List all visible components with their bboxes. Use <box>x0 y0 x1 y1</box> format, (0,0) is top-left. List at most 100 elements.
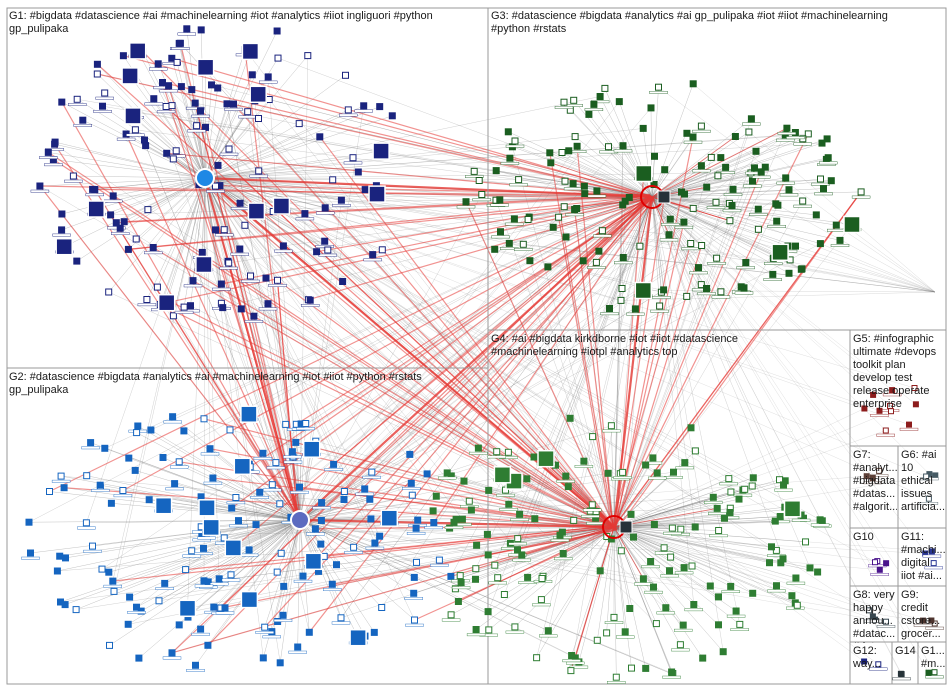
graph-node[interactable] <box>409 492 415 498</box>
graph-node[interactable] <box>368 516 374 522</box>
graph-node[interactable] <box>596 248 602 254</box>
graph-node[interactable] <box>181 304 187 310</box>
graph-node[interactable] <box>622 629 628 635</box>
graph-node[interactable] <box>629 665 635 671</box>
graph-node[interactable] <box>216 576 222 582</box>
graph-node-large[interactable] <box>125 108 141 124</box>
graph-node[interactable] <box>648 105 654 111</box>
hub-avatar[interactable] <box>620 521 632 533</box>
graph-node[interactable] <box>448 612 454 618</box>
graph-node[interactable] <box>120 53 126 59</box>
graph-node[interactable] <box>372 540 378 546</box>
graph-node[interactable] <box>121 219 127 225</box>
graph-node[interactable] <box>341 497 347 503</box>
graph-node[interactable] <box>807 565 813 571</box>
graph-node[interactable] <box>632 306 638 312</box>
graph-node[interactable] <box>586 111 592 117</box>
graph-node[interactable] <box>253 522 259 528</box>
graph-node[interactable] <box>193 662 199 668</box>
graph-node[interactable] <box>148 427 154 433</box>
graph-node[interactable] <box>616 99 622 105</box>
graph-node[interactable] <box>589 502 595 508</box>
graph-node[interactable] <box>132 127 138 133</box>
graph-node[interactable] <box>758 169 764 175</box>
graph-node[interactable] <box>713 199 719 205</box>
graph-node[interactable] <box>341 489 347 495</box>
graph-node[interactable] <box>295 644 301 650</box>
graph-node-large[interactable] <box>196 257 212 273</box>
graph-node[interactable] <box>884 561 889 566</box>
graph-node[interactable] <box>650 455 656 461</box>
graph-node[interactable] <box>473 576 479 582</box>
graph-node[interactable] <box>741 285 747 291</box>
graph-node[interactable] <box>720 649 726 655</box>
graph-node[interactable] <box>108 212 114 218</box>
graph-node[interactable] <box>515 536 521 542</box>
graph-node[interactable] <box>593 259 599 265</box>
graph-node[interactable] <box>213 227 219 233</box>
graph-node[interactable] <box>486 627 492 633</box>
graph-node[interactable] <box>714 505 720 511</box>
graph-node[interactable] <box>163 104 169 110</box>
graph-node[interactable] <box>125 246 131 252</box>
graph-node[interactable] <box>716 594 722 600</box>
graph-node[interactable] <box>367 496 373 502</box>
graph-node[interactable] <box>125 621 131 627</box>
graph-node[interactable] <box>106 289 112 295</box>
graph-node[interactable] <box>524 476 530 482</box>
graph-node[interactable] <box>684 130 690 136</box>
graph-node[interactable] <box>448 573 454 579</box>
graph-node[interactable] <box>582 191 588 197</box>
graph-node[interactable] <box>691 602 697 608</box>
graph-node[interactable] <box>492 246 498 252</box>
graph-node[interactable] <box>574 206 580 212</box>
graph-node[interactable] <box>556 214 562 220</box>
graph-node[interactable] <box>700 655 706 661</box>
graph-node[interactable] <box>455 599 461 605</box>
graph-node[interactable] <box>833 222 839 228</box>
graph-node[interactable] <box>127 594 133 600</box>
graph-node[interactable] <box>786 270 792 276</box>
graph-node[interactable] <box>361 103 367 109</box>
graph-node[interactable] <box>413 525 419 531</box>
graph-node[interactable] <box>643 665 649 671</box>
graph-node[interactable] <box>458 580 464 586</box>
graph-node[interactable] <box>379 605 385 611</box>
graph-node[interactable] <box>226 260 232 266</box>
graph-node[interactable] <box>108 500 114 506</box>
graph-node[interactable] <box>485 552 491 558</box>
graph-node[interactable] <box>296 121 302 127</box>
graph-node[interactable] <box>209 82 215 88</box>
graph-node[interactable] <box>606 144 612 150</box>
graph-node[interactable] <box>571 97 577 103</box>
graph-node[interactable] <box>627 606 633 612</box>
graph-node[interactable] <box>466 498 472 504</box>
graph-node[interactable] <box>134 430 140 436</box>
graph-node[interactable] <box>59 227 65 233</box>
graph-node[interactable] <box>345 107 351 113</box>
graph-node[interactable] <box>319 500 325 506</box>
graph-node[interactable] <box>547 150 553 156</box>
graph-node[interactable] <box>789 593 795 599</box>
graph-node-large[interactable] <box>305 553 321 569</box>
graph-node[interactable] <box>289 449 295 455</box>
graph-node[interactable] <box>318 541 324 547</box>
graph-node[interactable] <box>229 505 235 511</box>
graph-node[interactable] <box>736 496 742 502</box>
graph-node[interactable] <box>110 578 116 584</box>
graph-node[interactable] <box>550 224 556 230</box>
graph-node-large[interactable] <box>636 166 652 182</box>
graph-node[interactable] <box>708 154 714 160</box>
graph-node-large[interactable] <box>156 498 172 514</box>
graph-node[interactable] <box>144 297 150 303</box>
graph-node[interactable] <box>218 281 224 287</box>
graph-node[interactable] <box>412 617 418 623</box>
graph-node[interactable] <box>293 439 299 445</box>
graph-node[interactable] <box>251 313 257 319</box>
graph-node[interactable] <box>371 629 377 635</box>
graph-node[interactable] <box>355 169 361 175</box>
graph-node[interactable] <box>545 264 551 270</box>
graph-node[interactable] <box>433 493 439 499</box>
graph-node-large[interactable] <box>373 143 389 159</box>
graph-node[interactable] <box>581 183 587 189</box>
